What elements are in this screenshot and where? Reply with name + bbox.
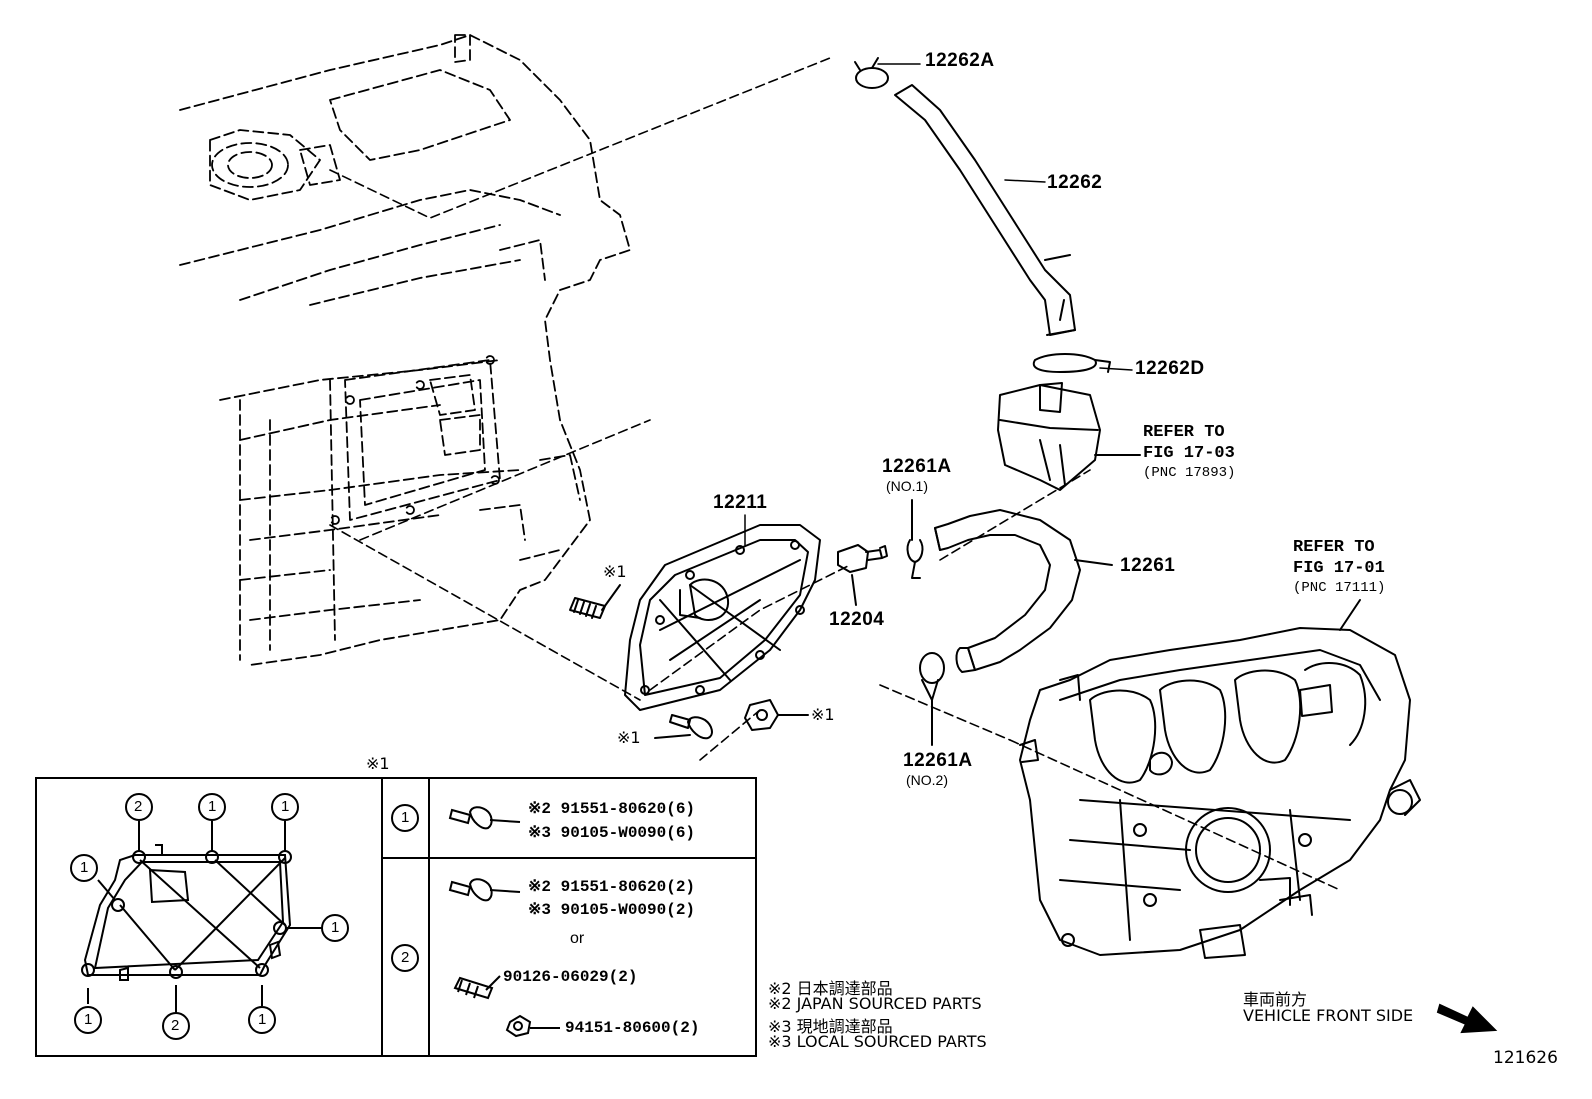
note-local-jp: ※3 現地調達部品 xyxy=(768,1017,893,1036)
gasket-circle: 1 xyxy=(331,919,340,936)
gasket-circle: 2 xyxy=(171,1017,180,1034)
gasket-circle: 1 xyxy=(258,1011,267,1028)
clamp-12261A-no1 xyxy=(906,499,924,579)
ref1-line2: FIG 17-03 xyxy=(1143,444,1235,463)
table-row2-line2: ※3 90105-W0090(2) xyxy=(528,901,696,919)
ref1-line1: REFER TO xyxy=(1143,423,1225,442)
note-japan-jp: ※2 日本調達部品 xyxy=(768,979,893,998)
ref2-line2: FIG 17-01 xyxy=(1293,559,1385,578)
stud-bolt xyxy=(569,584,621,619)
label-12204: 12204 xyxy=(829,609,885,630)
label-12261A-no2-sub: (NO.2) xyxy=(906,772,948,788)
fastener-inset xyxy=(35,777,757,1057)
label-12261A-no1-sub: (NO.1) xyxy=(886,478,928,494)
note-local-en: ※3 LOCAL SOURCED PARTS xyxy=(768,1032,987,1051)
ref2-line3: (PNC 17111) xyxy=(1293,580,1386,596)
mark-nut: ※1 xyxy=(811,705,835,724)
assembly-leaders xyxy=(329,57,1341,891)
hex-nut xyxy=(744,699,809,731)
direction-jp: 車両前方 xyxy=(1243,990,1308,1009)
table-row1-circle: 1 xyxy=(401,809,410,826)
label-leaders xyxy=(744,63,1133,546)
gasket-circle: 1 xyxy=(80,859,89,876)
table-row1-line1: ※2 91551-80620(6) xyxy=(528,800,696,818)
table-row1-line2: ※3 90105-W0090(6) xyxy=(528,824,696,842)
label-12262A: 12262A xyxy=(925,50,995,71)
gasket-circle: 1 xyxy=(281,798,290,815)
mark-bolt: ※1 xyxy=(617,728,641,747)
clamp-12261A-no2 xyxy=(919,652,945,746)
hex-bolt xyxy=(654,714,713,740)
gasket-circle: 1 xyxy=(84,1011,93,1028)
engine-block-outline xyxy=(179,34,631,666)
ref2-line1: REFER TO xyxy=(1293,538,1375,557)
label-12262: 12262 xyxy=(1047,172,1103,193)
label-12261A-no2: 12261A xyxy=(903,750,973,771)
pcv-valve-12204 xyxy=(837,544,888,606)
label-12261A-no1: 12261A xyxy=(882,456,952,477)
note-japan-en: ※2 JAPAN SOURCED PARTS xyxy=(768,994,982,1013)
refer-to-fig-17-01: REFER TO FIG 17-01 (PNC 17111) xyxy=(1293,537,1385,599)
clip-12262D xyxy=(1032,353,1111,373)
ref2-leader xyxy=(1339,599,1361,631)
hose-12262 xyxy=(854,57,1076,336)
table-row2-line1: ※2 91551-80620(2) xyxy=(528,878,696,896)
intake-manifold xyxy=(1019,627,1421,959)
label-12261: 12261 xyxy=(1120,555,1176,576)
table-row2-line4: 94151-80600(2) xyxy=(565,1019,700,1037)
figure-id: 121626 xyxy=(1493,1048,1558,1068)
label-12211: 12211 xyxy=(713,492,768,513)
label-12262D: 12262D xyxy=(1135,358,1205,379)
ventilation-plate-12211 xyxy=(624,524,821,711)
ref1-line3: (PNC 17893) xyxy=(1143,465,1236,481)
inset-fasteners xyxy=(448,806,560,1038)
table-row2-circle: 2 xyxy=(401,949,410,966)
table-row2-or: or xyxy=(570,930,585,947)
direction-en: VEHICLE FRONT SIDE xyxy=(1243,1006,1414,1025)
hose-12261 xyxy=(934,509,1113,673)
gasket-circle: 2 xyxy=(134,798,143,815)
pcv-housing xyxy=(997,382,1101,491)
mark-table: ※1 xyxy=(366,754,390,773)
inset-gasket-sketch xyxy=(70,793,419,1040)
table-row2-line3: 90126-06029(2) xyxy=(503,968,638,986)
arrow-icon xyxy=(1436,1003,1498,1034)
gasket-circle: 1 xyxy=(208,798,217,815)
refer-to-fig-17-03: REFER TO FIG 17-03 (PNC 17893) xyxy=(1143,422,1235,484)
mark-stud: ※1 xyxy=(603,562,627,581)
